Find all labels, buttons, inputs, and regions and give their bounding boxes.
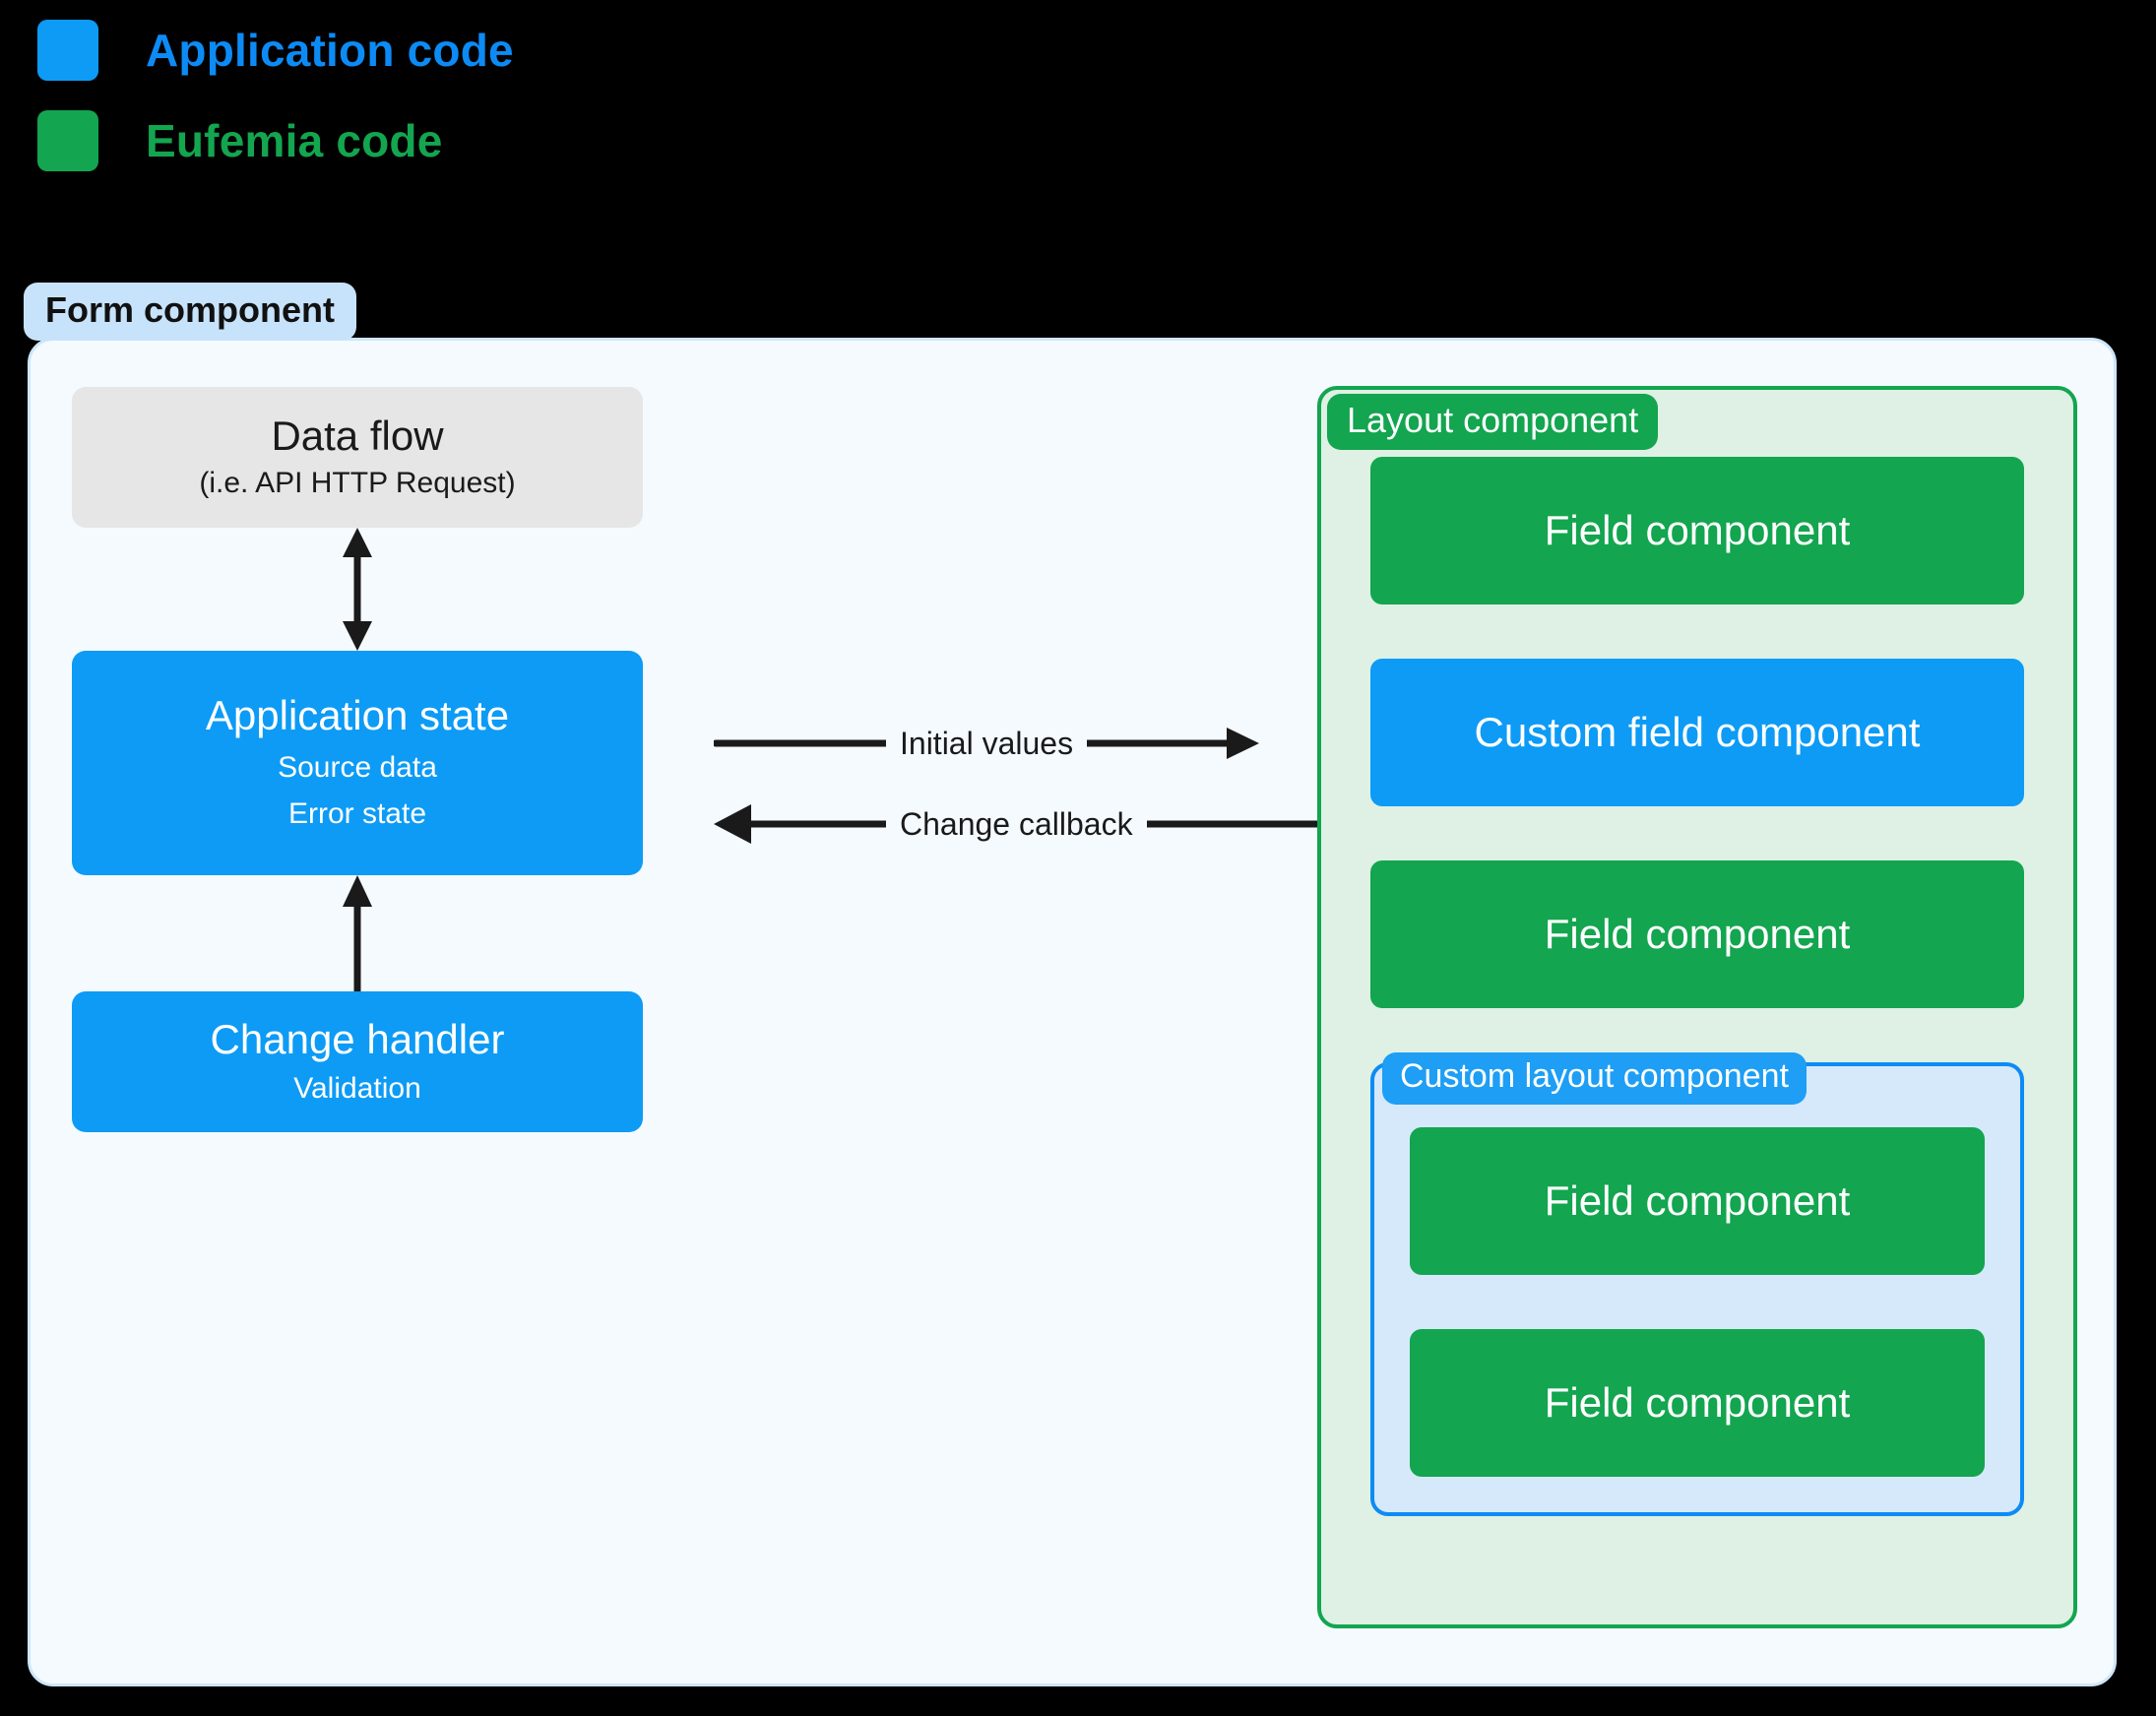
node-application-state-title: Application state [205,692,510,739]
legend-label-application-code: Application code [146,25,514,76]
field-component-3: Field component [1410,1127,1985,1275]
spacer [1370,604,2024,659]
change-callback-arrowhead-left [714,804,886,844]
layout-component-badge: Layout component [1327,394,1659,450]
node-application-state-error-state: Error state [287,797,427,831]
node-change-handler-validation: Validation [293,1071,421,1105]
custom-layout-component-container: Field component Field component [1370,1062,2024,1516]
node-change-handler: Change handler Validation [72,991,643,1132]
layout-component-container: Field component Custom field component F… [1317,386,2077,1628]
field-component-4: Field component [1410,1329,1985,1477]
legend-swatch-eufemia-code [37,110,98,171]
arrow-change-callback: Change callback [714,794,1319,854]
arrow-changehandler-appstate [72,875,643,991]
custom-layout-component-badge: Custom layout component [1382,1052,1807,1105]
legend: Application code Eufemia code [37,20,514,171]
arrow-dataflow-appstate-wrap [72,528,643,651]
spacer [1370,806,2024,860]
legend-item-eufemia-code: Eufemia code [37,110,514,171]
node-data-flow-title: Data flow [271,412,444,459]
node-application-state: Application state Source data Error stat… [72,651,643,875]
field-component-4-label: Field component [1544,1379,1851,1426]
legend-swatch-application-code [37,20,98,81]
custom-field-component-label: Custom field component [1474,709,1921,755]
custom-field-component: Custom field component [1370,659,2024,806]
field-component-3-label: Field component [1544,1177,1851,1224]
arrow-change-callback-label: Change callback [900,805,1133,842]
legend-item-application-code: Application code [37,20,514,81]
field-component-1-label: Field component [1544,507,1851,553]
arrow-changehandler-appstate-wrap [72,875,643,991]
node-application-state-source-data: Source data [278,750,437,784]
node-data-flow-subtitle: (i.e. API HTTP Request) [199,466,516,499]
initial-values-line-left [714,739,886,747]
field-component-2-label: Field component [1544,911,1851,957]
arrow-initial-values-label: Initial values [900,725,1074,761]
flow-arrows: Initial values Change callback [714,714,1319,854]
spacer [1410,1275,1985,1329]
form-component-badge: Form component [24,283,356,341]
node-change-handler-title: Change handler [210,1015,505,1062]
legend-label-eufemia-code: Eufemia code [146,115,443,166]
left-column: Data flow (i.e. API HTTP Request) Applic… [72,387,643,1132]
custom-layout-component-wrap: Custom layout component Field component … [1370,1052,2024,1516]
field-component-1: Field component [1370,457,2024,604]
change-callback-line-right [1146,820,1319,828]
initial-values-arrowhead-right [1087,728,1260,759]
field-component-2: Field component [1370,860,2024,1008]
arrow-dataflow-appstate [72,528,643,651]
arrow-initial-values: Initial values [714,714,1260,773]
node-data-flow: Data flow (i.e. API HTTP Request) [72,387,643,528]
